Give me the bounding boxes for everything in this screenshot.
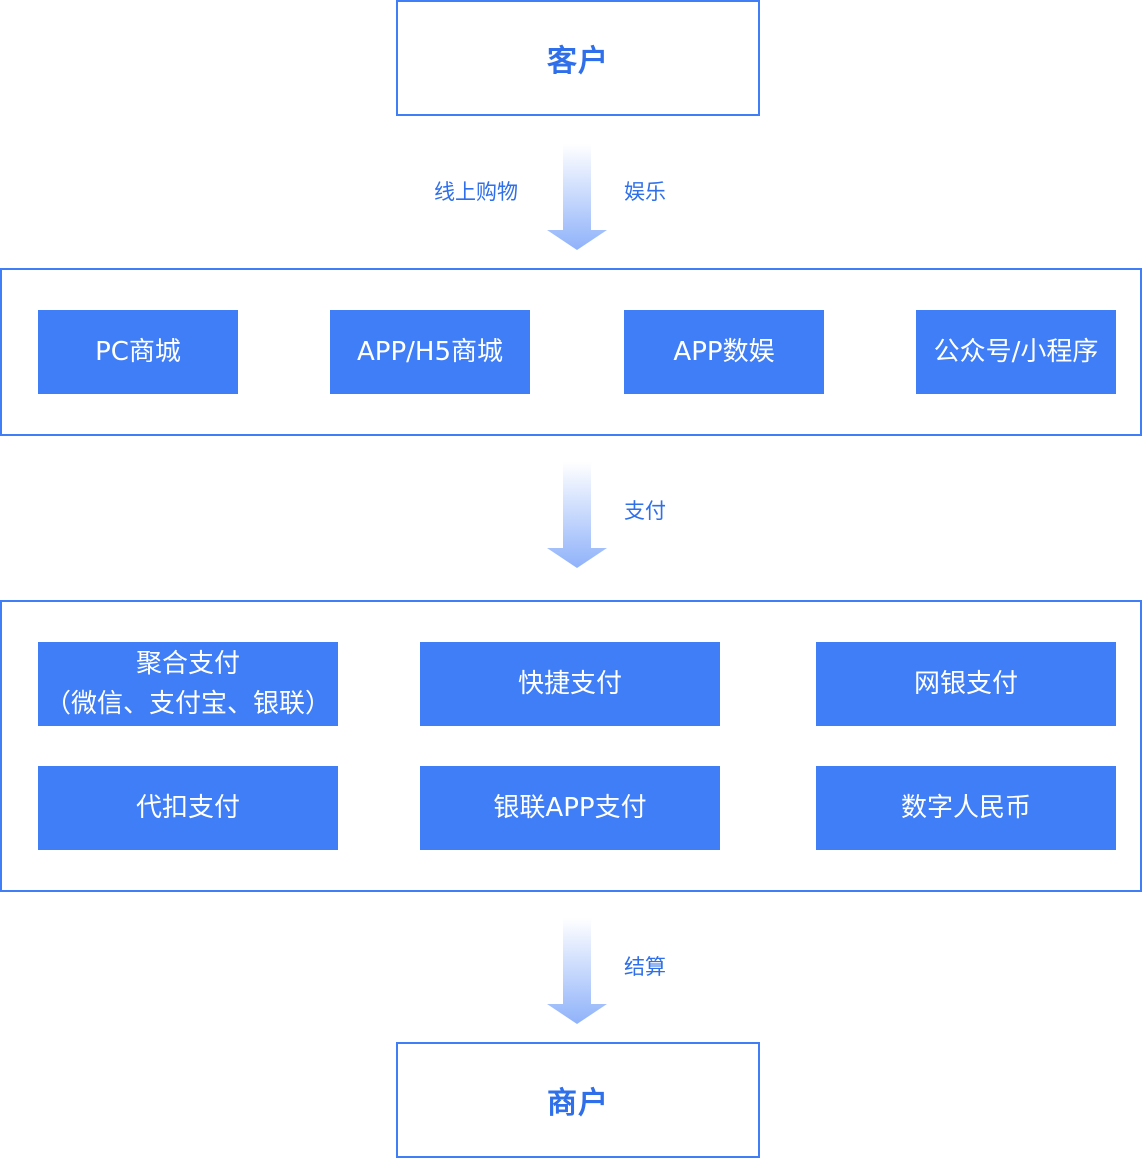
channel-pc-mall: PC商城 [38, 310, 238, 394]
flow-arrow-1 [547, 144, 607, 250]
payment-label: 银联APP支付 [493, 793, 647, 823]
payment-label: 代扣支付 [135, 793, 240, 823]
payment-unionpay-app: 银联APP支付 [420, 766, 720, 850]
payment-label: 快捷支付 [517, 669, 622, 699]
channel-app-h5-mall: APP/H5商城 [330, 310, 530, 394]
channel-label: PC商城 [95, 337, 181, 367]
merchant-box: 商户 [396, 1042, 760, 1158]
flow-arrow-2 [547, 462, 607, 568]
payment-label: 网银支付 [913, 669, 1018, 699]
payment-digital-rmb: 数字人民币 [816, 766, 1116, 850]
channel-official-account-mini-program: 公众号/小程序 [916, 310, 1116, 394]
payment-label-line2: （微信、支付宝、银联） [44, 689, 331, 719]
customer-box: 客户 [396, 0, 760, 116]
payment-online-banking: 网银支付 [816, 642, 1116, 726]
channel-label: APP/H5商城 [357, 337, 503, 367]
payment-aggregated: 聚合支付 （微信、支付宝、银联） [38, 642, 338, 726]
merchant-label: 商户 [547, 1086, 609, 1121]
flow-label-settlement: 结算 [624, 955, 666, 979]
channel-app-digital-entertainment: APP数娱 [624, 310, 824, 394]
channel-label: 公众号/小程序 [933, 337, 1099, 367]
payment-quick: 快捷支付 [420, 642, 720, 726]
payment-label: 数字人民币 [900, 793, 1031, 823]
customer-label: 客户 [547, 44, 609, 79]
flow-label-online-shopping: 线上购物 [434, 180, 518, 204]
flow-label-payment: 支付 [624, 499, 666, 523]
payment-label-line1: 聚合支付 [135, 649, 240, 679]
flow-label-entertainment: 娱乐 [624, 180, 666, 204]
flow-arrow-3 [547, 918, 607, 1024]
payment-direct-debit: 代扣支付 [38, 766, 338, 850]
channel-label: APP数娱 [673, 337, 775, 367]
